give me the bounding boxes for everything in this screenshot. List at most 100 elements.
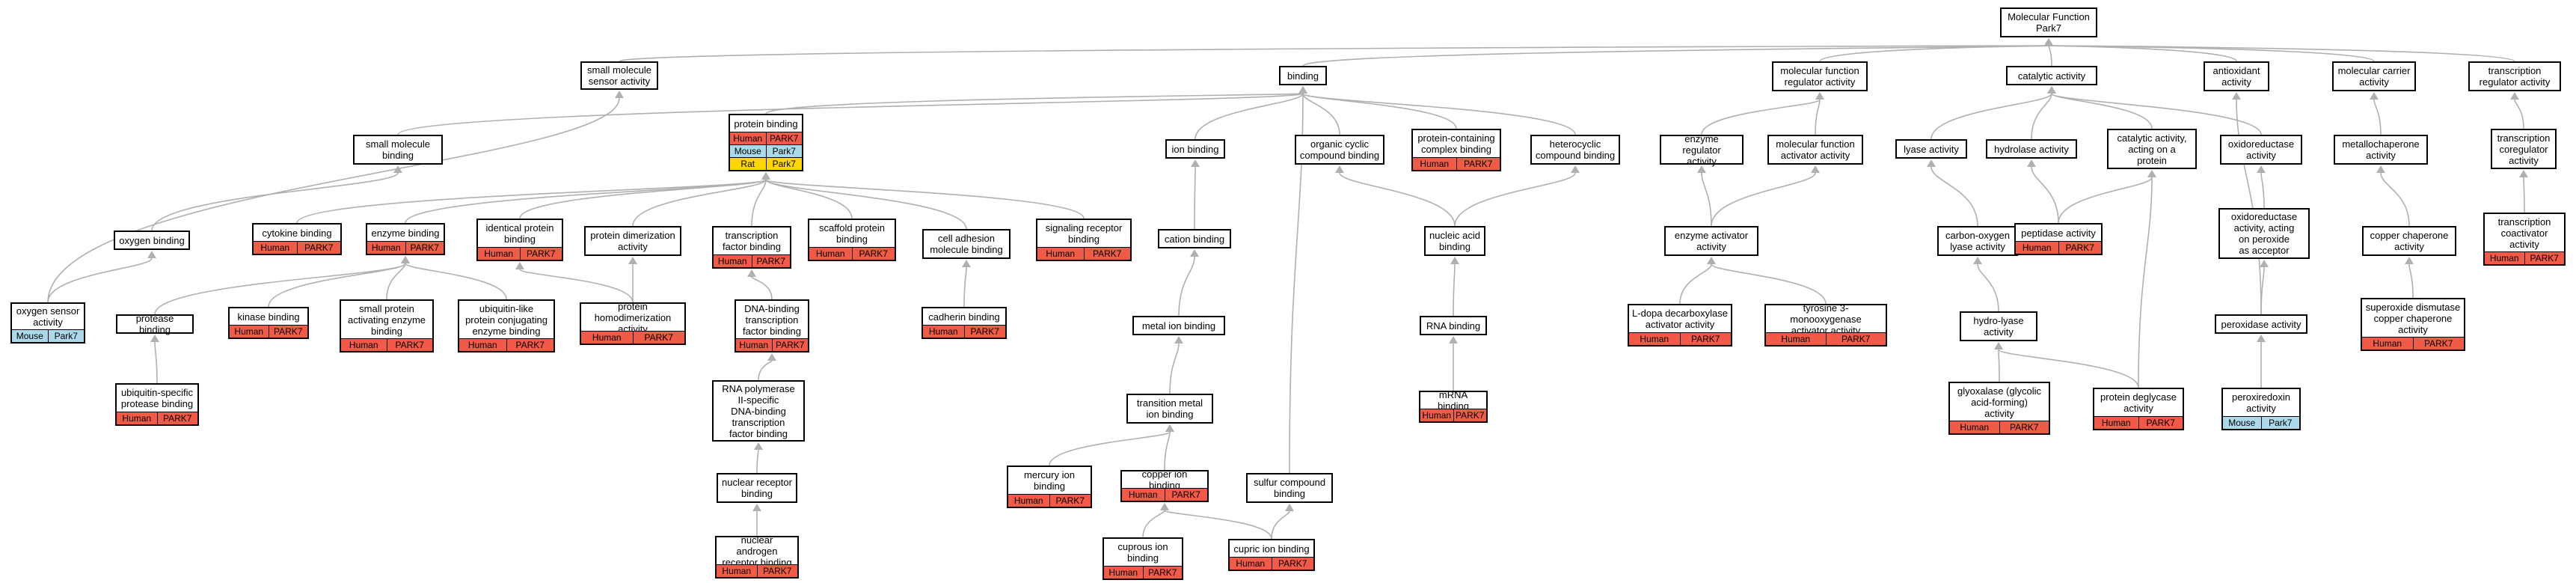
go-term-carbonoxy[interactable]: carbon-oxygen lyase activity [1937, 226, 2018, 256]
edge-carbonoxy-to-lyase [1931, 166, 1978, 227]
arrowhead [1815, 92, 1824, 100]
edge-protdegly-to-hydrolyase [1998, 349, 2139, 388]
go-term-metalion[interactable]: metal ion binding [1132, 316, 1225, 335]
go-term-sodcopper[interactable]: superoxide dismutase copper chaperone ac… [2361, 298, 2465, 351]
arrowhead [2027, 159, 2036, 167]
edge-smsa-to-mf [619, 45, 2049, 62]
go-term-transreg[interactable]: transcription regulator activity [2468, 61, 2561, 91]
go-term-glyox[interactable]: glyoxalase (glycolic acid-forming) activ… [1948, 382, 2050, 435]
go-term-smsa[interactable]: small molecule sensor activity [580, 61, 658, 90]
species-cell: Human [1420, 409, 1453, 421]
go-term-hydrolyase[interactable]: hydro-lyase activity [1960, 311, 2037, 341]
go-term-ionbind[interactable]: ion binding [1165, 139, 1225, 159]
go-term-oxperox[interactable]: oxidoreductase activity, acting on perox… [2218, 208, 2310, 259]
go-term-rnap2[interactable]: RNA polymerase II-specific DNA-binding t… [712, 380, 805, 442]
go-term-catalytic[interactable]: catalytic activity [2006, 66, 2097, 85]
go-term-enzact[interactable]: enzyme activator activity [1664, 226, 1758, 256]
go-term-nucacid[interactable]: nucleic acid binding [1424, 226, 1485, 256]
go-term-antiox[interactable]: antioxidant activity [2204, 61, 2269, 91]
arrowhead [2047, 86, 2056, 94]
arrowhead [2405, 257, 2414, 264]
go-term-metallochap[interactable]: metallochaperone activity [2334, 135, 2428, 165]
arrowhead [2257, 335, 2266, 342]
go-term-transmetal[interactable]: transition metal ion binding [1126, 394, 1213, 424]
go-term-sulfur[interactable]: sulfur compound binding [1246, 473, 1333, 503]
go-term-lyase[interactable]: lyase activity [1895, 139, 1967, 159]
go-term-copperchap[interactable]: copper chaperone activity [2362, 226, 2456, 256]
go-term-label: cation binding [1164, 233, 1225, 245]
go-term-dnabtf[interactable]: DNA-binding transcription factor binding… [735, 299, 809, 352]
gene-cell: PARK7 [751, 255, 790, 267]
arrowhead [2510, 92, 2519, 100]
go-term-orgcyc[interactable]: organic cyclic compound binding [1295, 135, 1384, 165]
arrowhead [147, 251, 156, 258]
species-cell: Human [230, 326, 269, 338]
go-term-mfra[interactable]: molecular function regulator activity [1772, 61, 1868, 91]
edge-cytokine-to-protbind [296, 179, 767, 224]
go-term-ublpc[interactable]: ubiquitin-like protein conjugating enzym… [458, 299, 555, 352]
edge-metallochap-to-molcarrier [2373, 99, 2382, 135]
go-term-tcoreg[interactable]: transcription coregulator activity [2491, 129, 2557, 169]
edge-cuprous-to-copperion [1142, 510, 1165, 538]
go-term-label: oxidoreductase activity [2227, 138, 2295, 161]
go-term-binding[interactable]: binding [1279, 66, 1327, 85]
go-term-oxybind[interactable]: oxygen binding [114, 231, 190, 250]
go-term-hydrolase[interactable]: hydrolase activity [1986, 139, 2077, 159]
go-term-catprot[interactable]: catalytic activity, acting on a protein [2107, 129, 2197, 169]
go-term-mfaa[interactable]: molecular function activator activity [1767, 135, 1863, 165]
go-term-smb[interactable]: small molecule binding [353, 135, 443, 165]
go-term-label: copper ion binding [1141, 468, 1188, 491]
go-term-peroxidase[interactable]: peroxidase activity [2215, 314, 2307, 334]
go-term-hetcyc[interactable]: heterocyclic compound binding [1530, 135, 1620, 165]
go-term-label: peroxidase activity [2221, 318, 2301, 330]
go-term-label: transcription factor binding [722, 230, 782, 252]
go-term-mf[interactable]: Molecular Function Park7 [2000, 7, 2097, 37]
gene-cell: PARK7 [1999, 421, 2049, 433]
edge-hydrolase-to-catalytic [2031, 93, 2052, 140]
go-term-enzreg[interactable]: enzyme regulator activity [1660, 133, 1744, 167]
go-term-protease[interactable]: protease binding [116, 313, 194, 335]
go-term-cation[interactable]: cation binding [1158, 229, 1231, 248]
go-term-molcarrier[interactable]: molecular carrier activity [2332, 61, 2416, 91]
go-term-tyro[interactable]: tyrosine 3-monooxygenase activator activ… [1764, 302, 1887, 347]
go-term-oxidored[interactable]: oxidoreductase activity [2220, 135, 2302, 165]
species-cell: Human [1230, 558, 1272, 570]
go-term-nucrec[interactable]: nuclear receptor binding [717, 473, 797, 503]
go-term-celladh[interactable]: cell adhesion molecule binding [922, 229, 1011, 259]
go-term-rnabind[interactable]: RNA binding [1420, 316, 1487, 335]
arrowhead [1697, 165, 1706, 173]
go-term-protdimer[interactable]: protein dimerization activity [584, 226, 681, 256]
gene-cell: PARK7 [1453, 409, 1486, 421]
